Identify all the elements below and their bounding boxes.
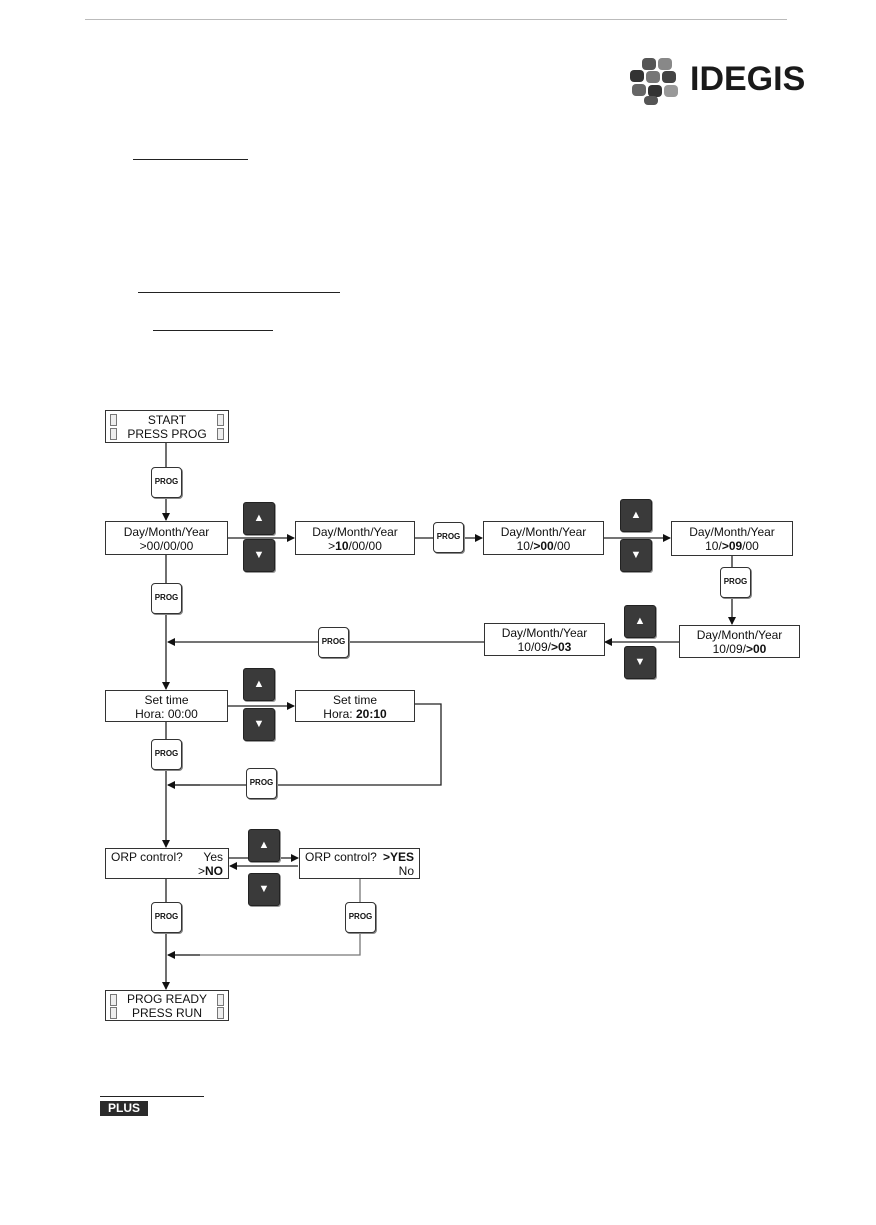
prog-button[interactable]: PROG [318,627,349,658]
heading-underline-1 [133,159,248,160]
header-rule [85,19,787,20]
screen-line-2: 10/09/>00 [712,642,767,656]
idegis-logo: IDEGIS [628,56,808,106]
indicator-led [217,428,224,440]
screen-orp-no: ORP control?Yes >NO [105,848,229,879]
screen-line-1: PROG READY [126,992,207,1006]
prog-button[interactable]: PROG [151,467,182,498]
indicator-led [110,414,117,426]
screen-line-2: 10/>00/00 [516,539,571,553]
logo-text: IDEGIS [690,60,806,98]
screen-line-2: Hora: 20:10 [323,707,387,721]
prog-button[interactable]: PROG [433,522,464,553]
prog-button[interactable]: PROG [720,567,751,598]
screen-line-1: Day/Month/Year [123,525,210,539]
prog-button[interactable]: PROG [345,902,376,933]
screen-date-day: Day/Month/Year >10/00/00 [295,521,415,555]
screen-date-year-start: Day/Month/Year 10/09/>00 [679,625,800,658]
up-arrow-button[interactable]: ▲ [248,829,280,862]
screen-line-2: PRESS PROG [127,427,207,441]
screen-line-1: Day/Month/Year [500,525,587,539]
indicator-led [217,994,224,1006]
screen-line-1: Set time [332,693,377,707]
screen-date-initial: Day/Month/Year >00/00/00 [105,521,228,555]
screen-line-1: Day/Month/Year [696,628,783,642]
screen-date-month-start: Day/Month/Year 10/>00/00 [483,521,604,555]
down-arrow-button[interactable]: ▼ [243,539,275,572]
screen-line-2: PRESS RUN [131,1006,202,1020]
heading-underline-3 [153,330,273,331]
screen-line-2: Hora: 00:00 [135,707,198,721]
prog-button[interactable]: PROG [151,902,182,933]
screen-line-2: 10/>09/00 [705,539,759,553]
up-arrow-button[interactable]: ▲ [624,605,656,638]
screen-time-set: Set time Hora: 20:10 [295,690,415,722]
up-arrow-button[interactable]: ▲ [243,502,275,535]
indicator-led [217,414,224,426]
idegis-logo-icon [630,58,678,105]
indicator-led [110,1007,117,1019]
screen-date-month: Day/Month/Year 10/>09/00 [671,521,793,556]
up-arrow-button[interactable]: ▲ [243,668,275,701]
screen-orp-yes: ORP control?>YES No [299,848,420,879]
screen-ready: PROG READY PRESS RUN [105,990,229,1021]
screen-line-1: Day/Month/Year [312,525,398,539]
screen-line-2: >00/00/00 [139,539,194,553]
down-arrow-button[interactable]: ▼ [243,708,275,741]
indicator-led [110,994,117,1006]
indicator-led [217,1007,224,1019]
indicator-led [110,428,117,440]
prog-button[interactable]: PROG [151,739,182,770]
screen-time-initial: Set time Hora: 00:00 [105,690,228,722]
down-arrow-button[interactable]: ▼ [620,539,652,572]
prog-button[interactable]: PROG [151,583,182,614]
screen-line-2: >10/00/00 [328,539,382,553]
plus-badge: PLUS [100,1101,148,1116]
screen-line-2: 10/09/>03 [517,640,572,654]
screen-line-1: Day/Month/Year [501,626,588,640]
down-arrow-button[interactable]: ▼ [624,646,656,679]
screen-line-1: ORP control?Yes [111,850,223,864]
up-arrow-button[interactable]: ▲ [620,499,652,532]
down-arrow-button[interactable]: ▼ [248,873,280,906]
heading-underline-4 [100,1096,204,1097]
screen-date-year: Day/Month/Year 10/09/>03 [484,623,605,656]
screen-line-1: ORP control?>YES [305,850,414,864]
screen-line-1: Set time [144,693,189,707]
screen-line-1: Day/Month/Year [689,525,775,539]
prog-button[interactable]: PROG [246,768,277,799]
heading-underline-2 [138,292,340,293]
screen-line-1: START [147,413,187,427]
screen-line-2: >NO [197,864,223,878]
screen-start: START PRESS PROG [105,410,229,443]
screen-line-2: No [398,864,414,878]
